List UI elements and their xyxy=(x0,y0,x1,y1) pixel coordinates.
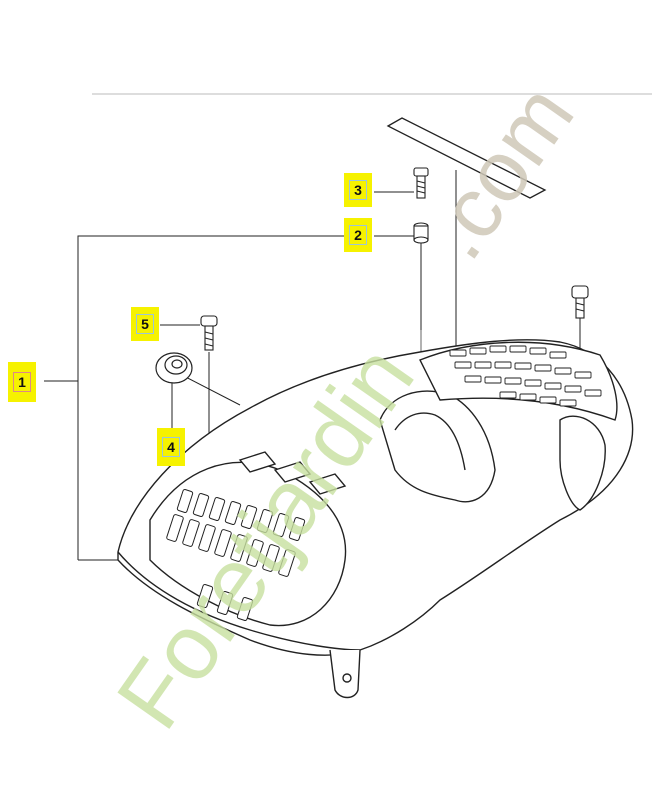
leader-1 xyxy=(44,235,348,382)
callout-4-label: 4 xyxy=(162,437,180,457)
screw-5 xyxy=(200,315,218,351)
screw-3 xyxy=(413,167,429,199)
front-grille-slots xyxy=(166,489,306,621)
callout-3: 3 xyxy=(344,173,372,207)
callout-2: 2 xyxy=(344,218,372,252)
decal-strip xyxy=(386,117,547,199)
screw-right xyxy=(571,285,589,319)
callout-1: 1 xyxy=(8,362,36,402)
callout-5-label: 5 xyxy=(136,314,154,334)
callout-2-label: 2 xyxy=(349,225,367,245)
callout-4: 4 xyxy=(157,428,185,466)
grommet-4 xyxy=(155,352,193,384)
bushing-2 xyxy=(413,222,429,244)
cylinder-cover xyxy=(117,339,634,699)
rear-grille-slots xyxy=(449,345,602,407)
callout-3-label: 3 xyxy=(349,180,367,200)
callout-1-label: 1 xyxy=(13,372,31,392)
callout-5: 5 xyxy=(131,307,159,341)
